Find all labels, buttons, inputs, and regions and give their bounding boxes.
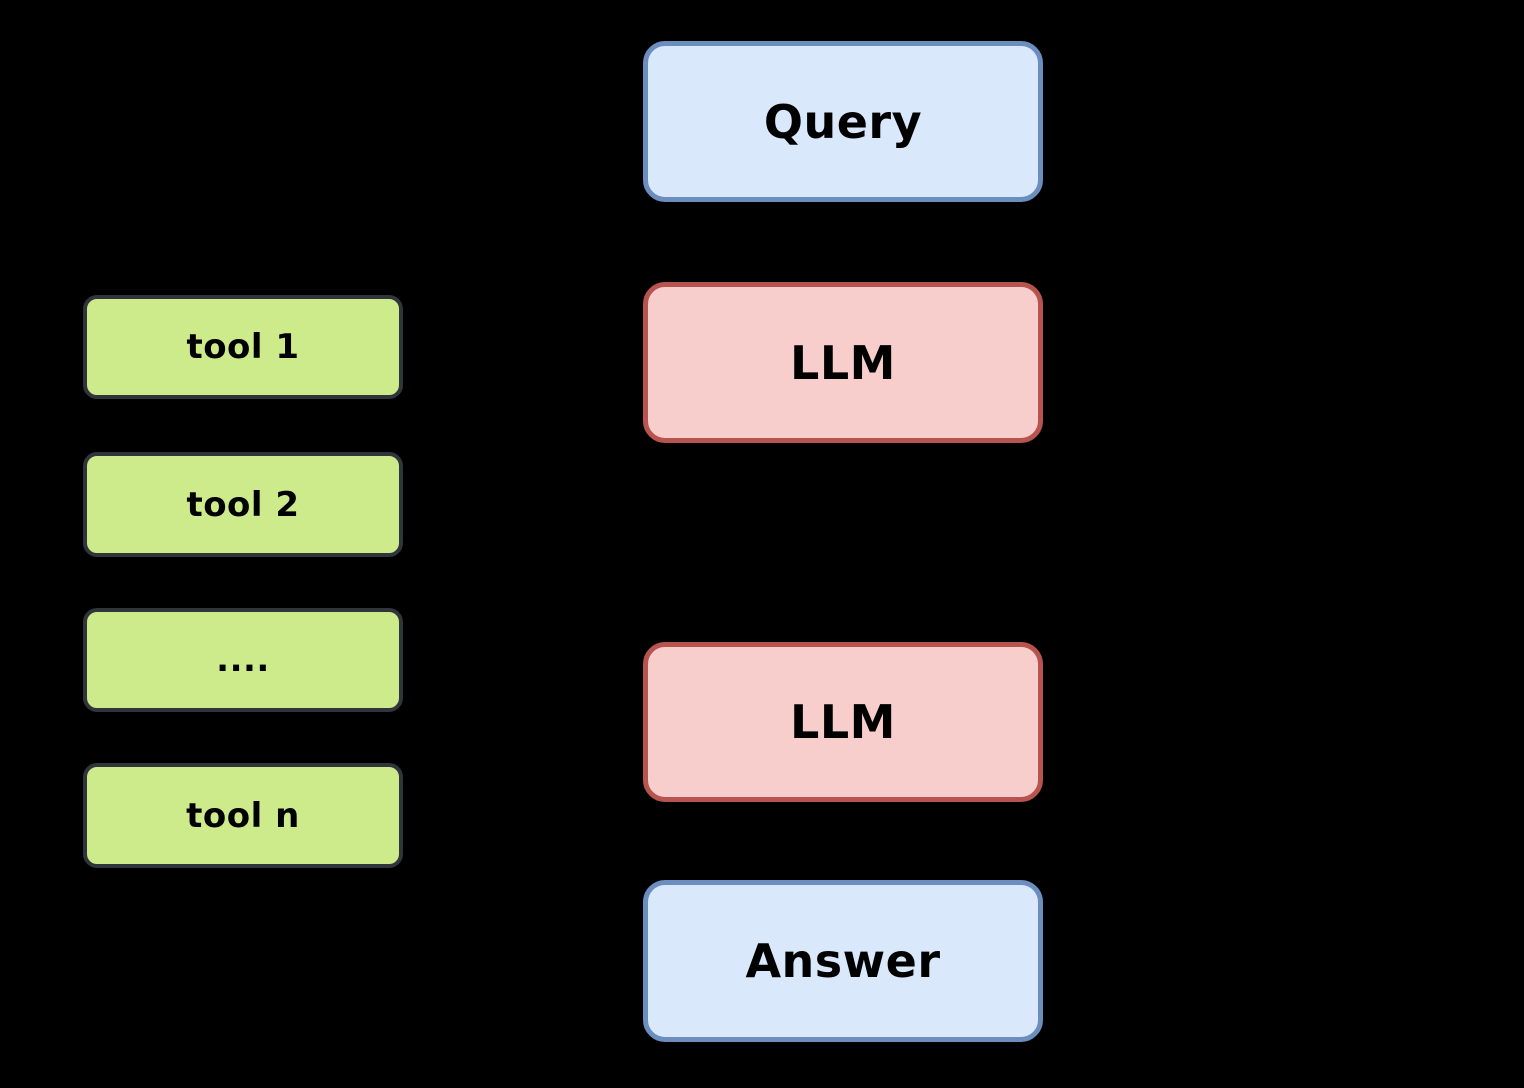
answer-node: Answer — [643, 880, 1043, 1042]
tool-2-label: tool 2 — [186, 484, 300, 525]
llm-top-label: LLM — [790, 335, 896, 390]
tool-ellipsis-label: .... — [216, 640, 270, 680]
tool-n-label: tool n — [186, 795, 300, 836]
llm-top-node: LLM — [643, 282, 1043, 443]
llm-bottom-node: LLM — [643, 642, 1043, 802]
llm-bottom-label: LLM — [790, 695, 896, 749]
tool-ellipsis-node: .... — [83, 608, 403, 712]
tool-1-label: tool 1 — [186, 327, 300, 367]
tool-2-node: tool 2 — [83, 452, 403, 557]
query-node: Query — [643, 41, 1043, 202]
query-label: Query — [763, 94, 923, 149]
tool-1-node: tool 1 — [83, 295, 403, 399]
tool-n-node: tool n — [83, 763, 403, 868]
answer-label: Answer — [745, 934, 941, 988]
